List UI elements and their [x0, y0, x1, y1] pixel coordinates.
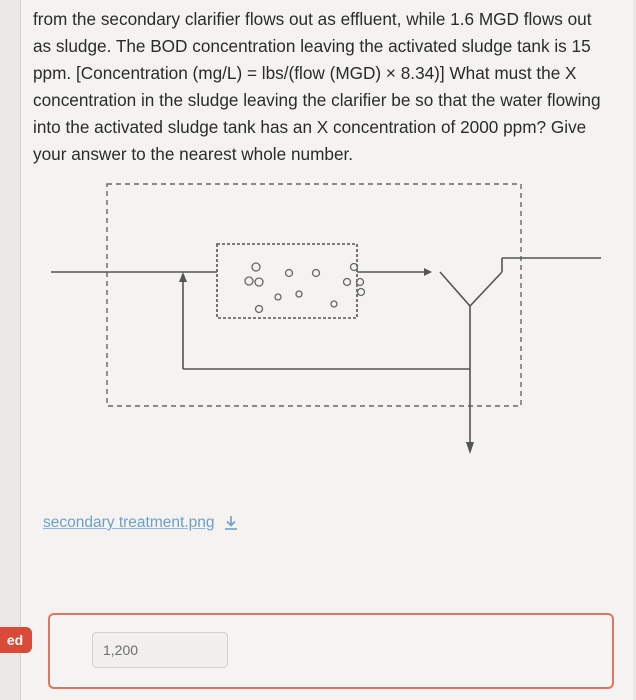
- tank-outlet-arrow: [424, 268, 432, 276]
- question-text: from the secondary clarifier flows out a…: [33, 9, 601, 164]
- question-panel: from the secondary clarifier flows out a…: [20, 0, 633, 700]
- sludge-arrow: [466, 442, 474, 454]
- status-badge: ed: [0, 627, 32, 653]
- aeration-bubbles: [244, 262, 366, 314]
- answer-box: [48, 613, 614, 689]
- secondary-clarifier: [439, 271, 503, 308]
- attachment-link[interactable]: secondary treatment.png: [43, 514, 215, 531]
- answer-input[interactable]: [92, 632, 228, 668]
- download-icon[interactable]: [222, 514, 240, 532]
- process-diagram: [51, 183, 601, 454]
- recycle-arrow: [179, 272, 187, 282]
- attachment: secondary treatment.png: [43, 514, 240, 532]
- system-boundary: [106, 183, 522, 407]
